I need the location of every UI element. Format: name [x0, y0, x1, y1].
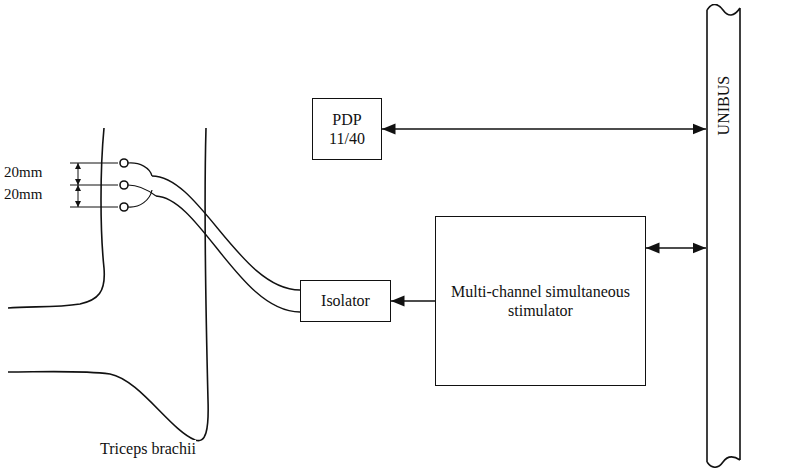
- bus-arrow: [382, 128, 706, 130]
- box-label: Multi-channel simultaneous stimulator: [451, 282, 631, 320]
- bus-arrow: [646, 247, 706, 249]
- bus-band: UNIBUS: [706, 4, 741, 468]
- bus-arrow: [391, 300, 435, 302]
- process-box: PDP 11/40: [312, 98, 382, 160]
- process-box: Multi-channel simultaneous stimulator: [435, 216, 646, 386]
- bus-outline: [706, 4, 741, 468]
- dimension-label: 20mm: [4, 186, 42, 203]
- process-box: Isolator: [300, 280, 391, 322]
- arm-outline: [8, 128, 104, 308]
- box-label: PDP 11/40: [313, 110, 381, 148]
- bus-label: UNIBUS: [714, 76, 733, 136]
- dimension-label: 20mm: [4, 164, 42, 181]
- box-label: Isolator: [321, 291, 370, 310]
- muscle-label: Triceps brachii: [100, 440, 196, 458]
